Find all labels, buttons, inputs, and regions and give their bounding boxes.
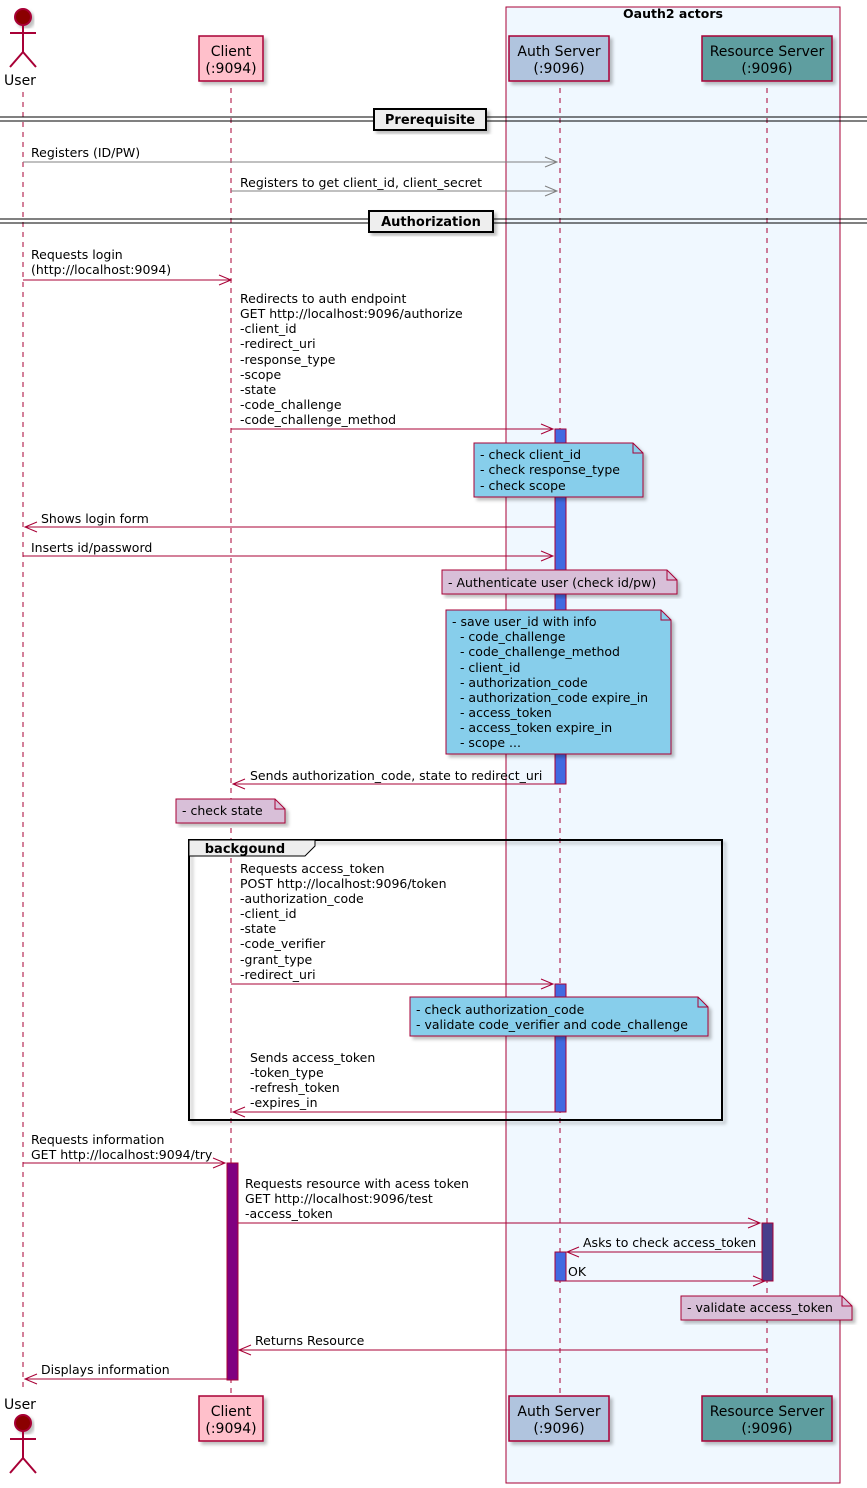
client-activation: [226, 1162, 239, 1381]
note-n3-line: - authorization_code: [452, 675, 588, 690]
frame-label: backgound: [205, 842, 285, 857]
user-actor-top: User: [4, 8, 37, 89]
divider-prerequisite-label: Prerequisite: [385, 113, 475, 128]
resource-label-line2: (:9096): [741, 1421, 792, 1437]
prerequisite-divider: Prerequisite: [0, 108, 867, 131]
resource-label-line1: Resource Server: [710, 1404, 825, 1420]
auth-activation-2: [554, 983, 567, 1113]
msg-requests-login: Requests login (http://localhost:9094): [31, 247, 171, 277]
group-title: Oauth2 actors: [623, 6, 723, 21]
note-n1-line: - check response_type: [480, 462, 620, 477]
note-n3-line: - code_challenge_method: [452, 644, 620, 659]
msg-shows-login: Shows login form: [41, 511, 149, 526]
note-save-user-info: - save user_id with info - code_challeng…: [0, 0, 676, 755]
note-check-auth-code: - check authorization_code - validate co…: [409, 996, 709, 1037]
svg-text:- check client_id - chec: - check client_id - check response_type …: [480, 447, 648, 493]
client-label-line2: (:9094): [205, 1421, 256, 1437]
note-n6-line: - validate access_token: [687, 1300, 833, 1315]
auth-label-line2: (:9096): [533, 61, 584, 77]
note-n1-line: - check scope: [480, 478, 566, 493]
note-n3-line: - client_id: [452, 660, 520, 675]
auth-label-line1: Auth Server: [517, 1404, 600, 1420]
auth-label-line2: (:9096): [533, 1421, 584, 1437]
note-n3-line: - save user_id with info: [452, 614, 597, 629]
msg-sends-token: Sends access_token -token_type -refresh_…: [250, 1050, 379, 1110]
msg-requests-resource: Requests resource with acess token GET h…: [245, 1176, 473, 1221]
msg-returns-resource: Returns Resource: [255, 1333, 365, 1348]
auth-server-participant-bottom: Auth Server (:9096): [508, 1395, 610, 1442]
note-check-client: - check client_id - check response_type …: [473, 442, 648, 498]
note-authenticate-user: - Authenticate user (check id/pw): [441, 569, 678, 595]
msg-check-token: Asks to check access_token: [583, 1235, 756, 1250]
client-label-line1: Client: [211, 1404, 252, 1420]
msg-inserts-password: Inserts id/password: [31, 540, 152, 555]
client-label-line1: Client: [211, 44, 252, 60]
svg-text:- check authorization_code: - check authorization_code - validate co…: [416, 1002, 688, 1032]
msg-requests-info: Requests information GET http://localhos…: [31, 1132, 213, 1162]
client-participant-bottom: Client (:9094): [198, 1395, 264, 1442]
note-n2-line: - Authenticate user (check id/pw): [448, 575, 656, 590]
authorization-divider: Authorization: [0, 210, 867, 233]
svg-text:- save user_id with info: - save user_id with info - code_challeng…: [0, 0, 676, 750]
resource-label-line1: Resource Server: [710, 44, 825, 60]
note-n5-line: - validate code_verifier and code_challe…: [416, 1017, 688, 1032]
msg-redirect-auth: Redirects to auth endpoint GET http://lo…: [240, 291, 467, 427]
msg-registers-idpw: Registers (ID/PW): [31, 145, 140, 160]
auth-activation-3: [554, 1251, 567, 1282]
user-actor-bottom: User: [4, 1397, 37, 1474]
resource-activation: [761, 1222, 774, 1282]
note-n4-line: - check state: [182, 803, 263, 818]
note-n1-line: - check client_id: [480, 447, 581, 462]
resource-server-participant-bottom: Resource Server (:9096): [701, 1395, 833, 1442]
note-n3-line: - scope ...: [452, 735, 521, 750]
msg-displays-info: Displays information: [41, 1362, 170, 1377]
divider-authorization-label: Authorization: [381, 215, 481, 230]
resource-server-participant-top: Resource Server (:9096): [701, 35, 833, 82]
client-participant-top: Client (:9094): [198, 35, 264, 82]
background-frame: backgound: [188, 839, 723, 1121]
note-n3-line: - access_token: [452, 705, 552, 720]
auth-activation-1: [554, 428, 567, 785]
note-check-state: - check state: [175, 798, 286, 824]
msg-ok: OK: [568, 1264, 587, 1279]
user-label: User: [4, 1397, 36, 1413]
note-n3-line: - access_token expire_in: [452, 720, 612, 735]
user-label: User: [4, 73, 36, 89]
msg-sends-auth-code: Sends authorization_code, state to redir…: [250, 768, 542, 783]
msg-requests-token: Requests access_token POST http://localh…: [240, 861, 451, 982]
note-validate-access-token: - validate access_token: [680, 1295, 853, 1321]
resource-label-line2: (:9096): [741, 61, 792, 77]
note-n3-line: - authorization_code expire_in: [452, 690, 648, 705]
auth-server-participant-top: Auth Server (:9096): [508, 35, 610, 82]
note-n5-line: - check authorization_code: [416, 1002, 585, 1017]
message-arrows: [23, 156, 767, 1385]
auth-label-line1: Auth Server: [517, 44, 600, 60]
note-n3-line: - code_challenge: [452, 629, 566, 644]
msg-registers-client: Registers to get client_id, client_secre…: [240, 175, 482, 190]
client-label-line2: (:9094): [205, 61, 256, 77]
